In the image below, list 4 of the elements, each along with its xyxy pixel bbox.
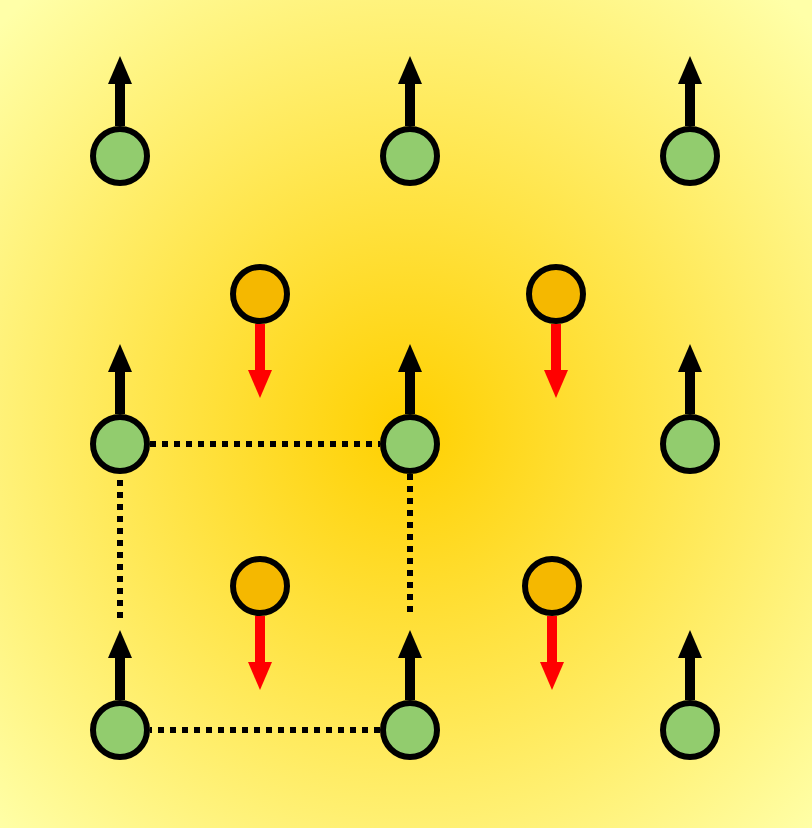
connector-line [150, 727, 380, 733]
connector-line [150, 441, 380, 447]
connector-line [407, 474, 413, 618]
connector-line [117, 474, 123, 618]
